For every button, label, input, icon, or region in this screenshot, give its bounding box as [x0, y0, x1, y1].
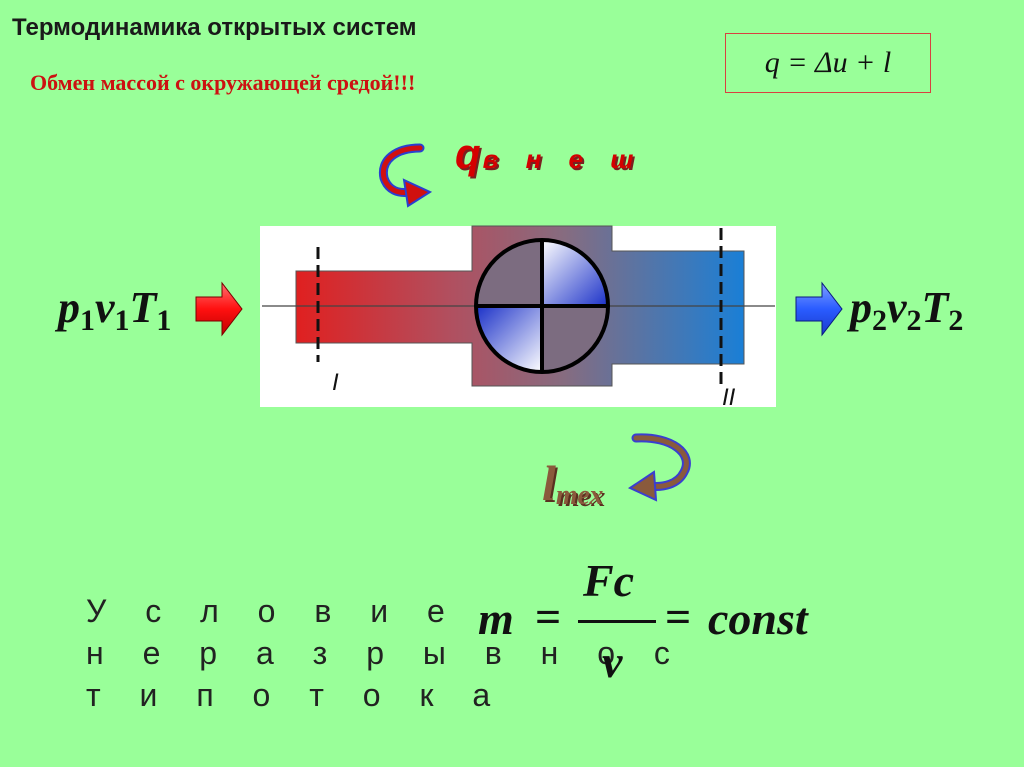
equation-numerator: Fc	[583, 555, 635, 606]
inlet-temperature-index: 1	[156, 304, 172, 337]
equation-equals-2: =	[665, 591, 692, 642]
inlet-section-label: I	[332, 369, 339, 396]
condition-line-2: н е р а з р ы в н о с	[86, 635, 685, 671]
condition-line-3: т и п о т о к а	[86, 677, 506, 713]
outlet-volume-index: 2	[906, 304, 922, 337]
heat-subscript: в н е ш	[482, 144, 644, 174]
work-subscript: тех	[555, 480, 604, 512]
slide-title: Термодинамика открытых систем	[12, 14, 417, 41]
equation-fraction-bar	[578, 620, 656, 623]
heat-curved-arrow-icon	[378, 143, 433, 208]
work-curved-arrow-icon	[627, 433, 691, 502]
work-label: lтех	[542, 454, 603, 512]
continuity-condition-text: У с л о в и е н е р а з р ы в н о с т и …	[86, 590, 685, 716]
outlet-volume: v	[887, 283, 907, 332]
equation-constant: const	[708, 593, 808, 644]
condition-line-1: У с л о в и е	[86, 593, 460, 629]
outlet-temperature-index: 2	[948, 304, 964, 337]
equation-equals-1: =	[535, 591, 562, 642]
inlet-volume-index: 1	[114, 304, 130, 337]
work-symbol: l	[542, 455, 556, 511]
inflow-arrow-icon	[195, 281, 243, 337]
outlet-section-label: II	[722, 384, 736, 411]
heat-label: qв н е ш	[455, 130, 643, 178]
equation-denominator: v	[602, 636, 623, 687]
turbine-wheel	[474, 238, 610, 374]
inlet-state-label: p1v1T1	[58, 282, 171, 338]
outlet-state-label: p2v2T2	[850, 282, 963, 338]
outlet-pressure-index: 2	[872, 304, 887, 337]
outlet-pressure: p	[850, 283, 872, 332]
inlet-temperature: T	[129, 283, 157, 332]
slide-subtitle: Обмен массой с окружающей средой!!!	[30, 70, 416, 95]
inlet-pressure-index: 1	[80, 304, 95, 337]
inlet-pressure: p	[58, 283, 80, 332]
outflow-arrow-icon	[795, 281, 843, 337]
first-law-formula: q = Δu + l	[725, 33, 931, 93]
outlet-temperature: T	[921, 283, 949, 332]
inlet-volume: v	[95, 283, 115, 332]
heat-symbol: q	[455, 130, 481, 177]
equation-mass-flow: m	[478, 593, 514, 644]
